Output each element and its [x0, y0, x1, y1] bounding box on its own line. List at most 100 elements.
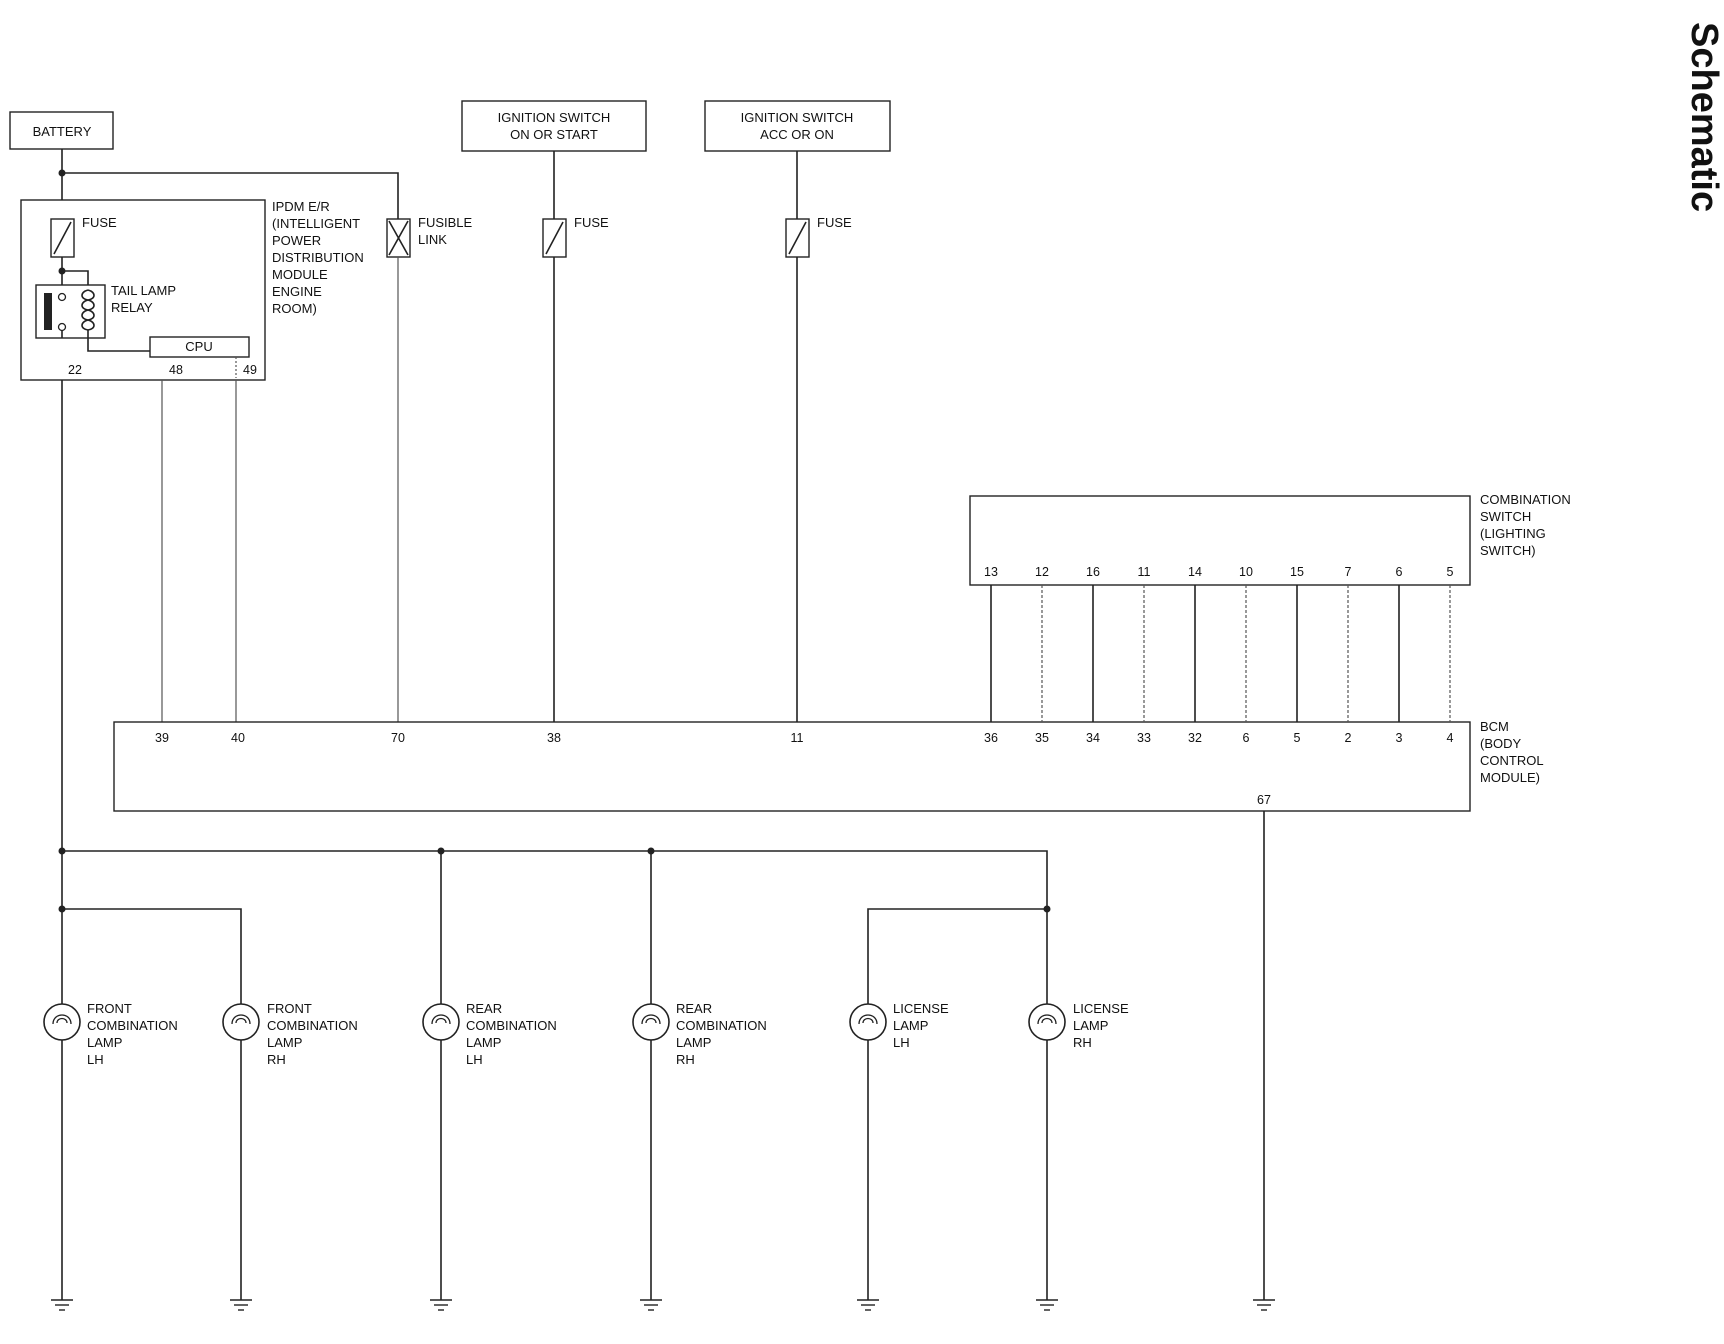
bcm-switch-pin-label: 6	[1243, 731, 1250, 745]
switch-pin-label: 14	[1188, 565, 1202, 579]
bcm-pin-70: 70	[391, 731, 405, 745]
bcm-switch-pin-label: 3	[1396, 731, 1403, 745]
lamp-3-label-4: LH	[466, 1052, 483, 1067]
ipdm-label: IPDM E/R (INTELLIGENT POWER DISTRIBUTION…	[272, 199, 364, 316]
lamp-5-label-1: LICENSE	[893, 1001, 949, 1016]
lamp-1-label-3: LAMP	[87, 1035, 122, 1050]
ign-start-fuse-icon	[542, 218, 567, 258]
switch-pin-label: 16	[1086, 565, 1100, 579]
switch-pin-label: 12	[1035, 565, 1049, 579]
lamp-6-label-1: LICENSE	[1073, 1001, 1129, 1016]
lamp-5-label-2: LAMP	[893, 1018, 928, 1033]
ipdm-label-4: DISTRIBUTION	[272, 250, 364, 265]
lamp-4-label-1: REAR	[676, 1001, 712, 1016]
ign-acc-line1: IGNITION SWITCH	[741, 110, 854, 125]
battery-label: BATTERY	[33, 124, 92, 139]
ground-icon	[1253, 1299, 1275, 1311]
bcm-pin-40: 40	[231, 731, 245, 745]
lamp-6-label-2: LAMP	[1073, 1018, 1108, 1033]
cpu-block	[149, 336, 250, 358]
lamp-4-label-2: COMBINATION	[676, 1018, 767, 1033]
ign-start-line2: ON OR START	[510, 127, 598, 142]
fusible-link-icon	[386, 218, 411, 258]
bcm-switch-pin-label: 34	[1086, 731, 1100, 745]
lamp-bus-wiring	[58, 380, 1265, 1300]
ipdm-fuse-icon	[50, 218, 75, 258]
lamp-bulb-icon	[849, 1003, 887, 1041]
bcm-switch-pin-label: 5	[1294, 731, 1301, 745]
ipdm-label-7: ROOM)	[272, 301, 317, 316]
bcm-switch-pin-label: 4	[1447, 731, 1454, 745]
lamp-3-label-3: LAMP	[466, 1035, 501, 1050]
relay-label-line1: TAIL LAMP	[111, 283, 176, 298]
ground-icon	[640, 1299, 662, 1311]
ipdm-label-3: POWER	[272, 233, 321, 248]
ign-start-fuse-label: FUSE	[574, 215, 609, 230]
switch-pin-label: 5	[1447, 565, 1454, 579]
ipdm-pin-48: 48	[169, 363, 183, 377]
lamp-4-label-3: LAMP	[676, 1035, 711, 1050]
cpu-label: CPU	[185, 339, 212, 354]
cs-label-4: SWITCH)	[1480, 543, 1536, 558]
bcm-pin-67: 67	[1257, 793, 1271, 807]
switch-pin-label: 7	[1345, 565, 1352, 579]
page-title: Schematic	[1683, 22, 1724, 212]
ipdm-label-2: (INTELLIGENT	[272, 216, 360, 231]
lamp-1-label-4: LH	[87, 1052, 104, 1067]
lamp-bulb-icon	[422, 1003, 460, 1041]
lamp-bulb-icon	[632, 1003, 670, 1041]
bcm-label: BCM (BODY CONTROL MODULE)	[1480, 719, 1544, 785]
ipdm-label-5: MODULE	[272, 267, 328, 282]
lamp-1-label-1: FRONT	[87, 1001, 132, 1016]
ipdm-label-1: IPDM E/R	[272, 199, 330, 214]
bcm-switch-pin-label: 33	[1137, 731, 1151, 745]
ign-acc-fuse-label: FUSE	[817, 215, 852, 230]
bcm-label-3: CONTROL	[1480, 753, 1544, 768]
bcm-switch-pin-label: 32	[1188, 731, 1202, 745]
ign-acc-line2: ACC OR ON	[760, 127, 834, 142]
bcm-label-4: MODULE)	[1480, 770, 1540, 785]
bcm-switch-pin-label: 2	[1345, 731, 1352, 745]
relay-label-line2: RELAY	[111, 300, 153, 315]
ground-icon	[1036, 1299, 1058, 1311]
ign-start-line1: IGNITION SWITCH	[498, 110, 611, 125]
battery-source: BATTERY	[9, 111, 114, 150]
lamp-bulb-icon	[1028, 1003, 1066, 1041]
bcm-switch-pin-label: 36	[984, 731, 998, 745]
ignition-switch-on-start: IGNITION SWITCH ON OR START	[461, 100, 647, 152]
switch-pin-label: 11	[1138, 565, 1151, 579]
switch-pin-label: 6	[1396, 565, 1403, 579]
lamp-2-label-2: COMBINATION	[267, 1018, 358, 1033]
lamp-3-label-1: REAR	[466, 1001, 502, 1016]
bcm-label-1: BCM	[1480, 719, 1509, 734]
switch-pin-label: 13	[984, 565, 998, 579]
cs-label-3: (LIGHTING	[1480, 526, 1546, 541]
ipdm-pin-22: 22	[68, 363, 82, 377]
lamp-bulb-icon	[43, 1003, 81, 1041]
lamp-5-label-3: LH	[893, 1035, 910, 1050]
cs-label-1: COMBINATION	[1480, 492, 1571, 507]
ground-icon	[430, 1299, 452, 1311]
lamp-2-label-4: RH	[267, 1052, 286, 1067]
ign-acc-fuse-icon	[785, 218, 810, 258]
ground-icon	[857, 1299, 879, 1311]
bcm-label-2: (BODY	[1480, 736, 1522, 751]
ground-icon	[230, 1299, 252, 1311]
battery-wiring	[58, 149, 399, 229]
bcm-pin-38: 38	[547, 731, 561, 745]
bcm-input-wires	[161, 257, 798, 722]
lamp-3-label-2: COMBINATION	[466, 1018, 557, 1033]
fusible-link-label-2: LINK	[418, 232, 447, 247]
ground-icon	[51, 1299, 73, 1311]
ipdm-module: FUSE TAIL LAMP RELAY CPU 22 48 49	[20, 199, 266, 381]
lamp-bulb-icon	[222, 1003, 260, 1041]
lamp-4-label-4: RH	[676, 1052, 695, 1067]
lamp-1-label-2: COMBINATION	[87, 1018, 178, 1033]
bcm-pin-11: 11	[791, 731, 804, 745]
combination-switch-label: COMBINATION SWITCH (LIGHTING SWITCH)	[1480, 492, 1571, 558]
bcm-pin-39: 39	[155, 731, 169, 745]
ipdm-pin-49: 49	[243, 363, 257, 377]
fusible-link-label-1: FUSIBLE	[418, 215, 473, 230]
